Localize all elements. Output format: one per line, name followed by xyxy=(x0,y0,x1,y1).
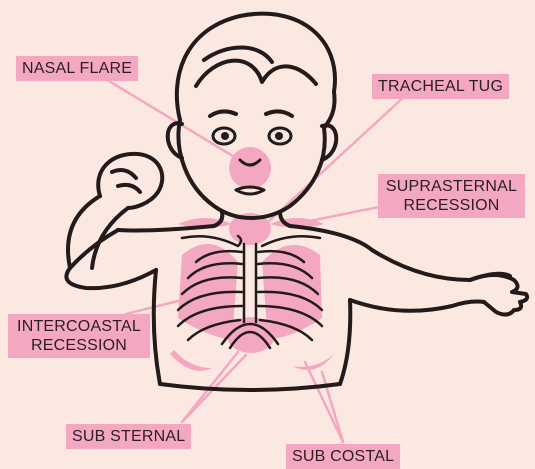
hair-line xyxy=(196,61,316,86)
leader-lines xyxy=(104,78,405,442)
mouth xyxy=(236,187,264,194)
subcostal-right-highlight xyxy=(292,354,334,370)
arm-bottom xyxy=(350,300,484,311)
label-intercostal-line-1: INTERCOASTAL xyxy=(14,317,144,336)
right-pupil xyxy=(275,132,283,140)
label-sub-sternal: SUB STERNAL xyxy=(66,424,191,449)
label-tracheal-tug: TRACHEAL TUG xyxy=(372,74,509,99)
torso-bottom xyxy=(160,384,340,390)
label-nasal-flare: NASAL FLARE xyxy=(16,56,138,81)
ribcage xyxy=(178,244,322,348)
torso-left xyxy=(154,270,160,384)
label-suprasternal-recession: SUPRASTERNAL RECESSION xyxy=(378,174,525,218)
substernal-highlight xyxy=(227,317,275,353)
head xyxy=(168,14,337,218)
torso-right xyxy=(340,300,350,384)
subcostal-left-highlight xyxy=(170,350,212,371)
left-pupil xyxy=(221,132,229,140)
fist xyxy=(98,154,162,208)
left-arm xyxy=(66,154,162,288)
sternum xyxy=(244,244,256,322)
label-suprasternal-line-1: SUPRASTERNAL xyxy=(384,177,519,196)
right-arm xyxy=(350,250,527,315)
upper-arm xyxy=(66,230,156,288)
hand xyxy=(470,275,527,315)
forearm-inner xyxy=(92,208,128,268)
left-eyebrow xyxy=(210,111,236,116)
nose-highlight xyxy=(229,147,271,189)
leader-sub-costal-a xyxy=(305,362,343,442)
right-eyebrow xyxy=(266,111,292,116)
right-clavicle xyxy=(262,236,320,246)
label-suprasternal-line-2: RECESSION xyxy=(384,196,519,215)
label-sub-costal: SUB COSTAL xyxy=(286,444,400,469)
left-shoulder xyxy=(118,226,214,231)
fist-fold-1 xyxy=(112,170,136,178)
label-intercostal-line-2: RECESSION xyxy=(14,336,144,355)
fist-fold-2 xyxy=(118,185,140,192)
label-intercostal-recession: INTERCOASTAL RECESSION xyxy=(8,314,150,358)
